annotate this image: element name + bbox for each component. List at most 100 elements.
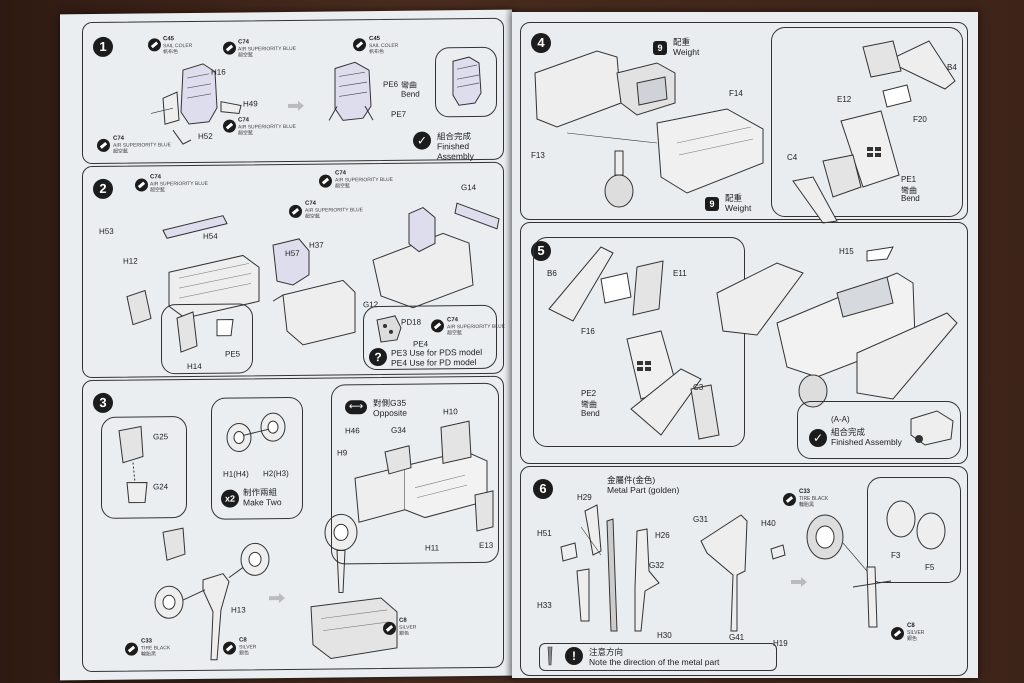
- intake-bubble: [771, 27, 963, 217]
- part-label: H51: [537, 529, 552, 538]
- part-label: H2(H3): [263, 468, 289, 479]
- finished-en: Finished Assembly: [831, 437, 902, 447]
- paint-icon: [223, 41, 236, 55]
- part-label: H11: [425, 543, 440, 553]
- ejection-seat-exploded-drawing: [150, 63, 242, 145]
- step-arrow-icon: [269, 593, 285, 604]
- weight-icon: 9: [653, 41, 667, 55]
- pe4-note: PE4 Use for PD model: [391, 357, 477, 368]
- opposite-zh: 對側G35: [373, 397, 407, 409]
- paint-code: C74: [447, 317, 459, 324]
- part-label: PE6: [383, 79, 399, 89]
- step-arrow-icon: [288, 100, 304, 111]
- direction-note-box: [539, 643, 777, 671]
- paint-icon: [383, 621, 396, 635]
- rudder-pedal-drawing: [176, 311, 234, 353]
- part-label: C3: [693, 383, 704, 392]
- finished-zh: 組合完成: [437, 131, 472, 142]
- paint-code: C8: [239, 637, 247, 644]
- part-label: E13: [479, 540, 494, 550]
- part-label: G25: [153, 432, 169, 442]
- metal-part-en: Metal Part (golden): [607, 485, 680, 495]
- wheel-pair-drawing: [226, 412, 286, 452]
- part-label: H12: [123, 256, 138, 266]
- part-label: G31: [693, 515, 709, 524]
- make-two-zh: 制作兩組: [243, 487, 278, 498]
- paint-icon: [431, 319, 444, 333]
- part-label: H16: [211, 67, 226, 77]
- part-label: H57: [285, 248, 300, 259]
- checkmark-icon: ✓: [809, 429, 827, 447]
- step-1-panel: 1 C45 SAIL COLER 帆布色 C74 AIR SUPERIORITY…: [82, 17, 504, 165]
- nose-gear-exploded-drawing: [560, 504, 786, 632]
- step-2-number: 2: [93, 178, 113, 200]
- cockpit-tub-drawing: [126, 202, 500, 346]
- part-label: G32: [649, 561, 665, 570]
- weight-en: Weight: [673, 47, 700, 57]
- paint-name-zh: 超空藍: [113, 148, 129, 155]
- left-intake-drawing: [548, 246, 720, 440]
- paint-icon: [125, 642, 138, 656]
- paint-icon: [783, 493, 796, 506]
- paint-icon: [223, 641, 236, 655]
- part-label: F13: [531, 151, 545, 160]
- part-label: H14: [187, 361, 202, 372]
- paint-icon: [148, 38, 161, 52]
- part-label: H15: [839, 247, 854, 256]
- gear-bay-drawing: [310, 513, 398, 660]
- part-label: G24: [153, 482, 169, 492]
- part-label: F20: [913, 115, 927, 124]
- bend-en: Bend: [901, 194, 920, 203]
- strut-door-drawing: [118, 425, 148, 504]
- paint-code: C74: [238, 39, 250, 46]
- part-label: H26: [655, 531, 670, 540]
- paint-icon: [319, 174, 332, 188]
- fuselage-assembly-drawing: [716, 246, 958, 408]
- finished-seat-drawing: [452, 56, 482, 106]
- paint-name-zh: 銀色: [239, 650, 250, 657]
- part-label: F5: [925, 563, 935, 572]
- part-label: H52: [198, 131, 213, 141]
- part-label: PD18: [401, 317, 422, 327]
- metal-part-zh: 金屬件(金色): [607, 475, 656, 485]
- bend-zh: 彎曲: [901, 186, 917, 195]
- part-label: H37: [309, 240, 324, 250]
- paint-code: C45: [163, 36, 175, 43]
- checkmark-icon: ✓: [413, 131, 431, 150]
- exclamation-icon: !: [565, 647, 583, 665]
- part-label: H1(H4): [223, 469, 249, 479]
- intake-drawing: [792, 40, 956, 224]
- times-two-icon: x2: [221, 489, 239, 508]
- paint-icon: [891, 627, 904, 640]
- weight-icon: 9: [705, 197, 719, 211]
- opposite-arrow-icon: ⟷: [345, 400, 367, 415]
- part-label: H53: [99, 226, 114, 236]
- step-5-panel: 5 B6 E11 F16 PE2 彎曲 Bend C3 H15: [520, 222, 968, 464]
- part-label: F14: [729, 89, 743, 98]
- part-label: H10: [443, 407, 458, 417]
- section-label: (A-A): [831, 415, 850, 424]
- direction-note-en: Note the direction of the metal part: [589, 657, 720, 667]
- part-label: E12: [837, 95, 852, 104]
- step-6-number: 6: [533, 479, 553, 499]
- step-arrow-icon: [791, 577, 807, 587]
- left-page: 1 C45 SAIL COLER 帆布色 C74 AIR SUPERIORITY…: [60, 9, 512, 681]
- part-label: F16: [581, 327, 595, 336]
- paint-code: C74: [150, 174, 162, 181]
- opposite-en: Opposite: [373, 407, 408, 419]
- paint-code: C74: [113, 135, 125, 142]
- paint-name-zh: 帆布色: [163, 49, 179, 56]
- photo-etch-drawing: [376, 315, 402, 343]
- paint-name: TIRE BLACK: [799, 496, 829, 502]
- paint-name-zh: 輪胎黑: [141, 651, 157, 658]
- part-label: G34: [391, 425, 407, 435]
- part-label: H54: [203, 231, 218, 241]
- paint-code: C33: [141, 638, 153, 645]
- part-label: G14: [461, 183, 477, 193]
- part-label: G41: [729, 633, 745, 642]
- metal-part-icon: [547, 646, 553, 666]
- paint-name-zh: 銀色: [399, 630, 410, 637]
- nose-wheel-drawing: [806, 500, 946, 628]
- step-3-number: 3: [93, 392, 113, 414]
- paint-icon: [353, 38, 366, 52]
